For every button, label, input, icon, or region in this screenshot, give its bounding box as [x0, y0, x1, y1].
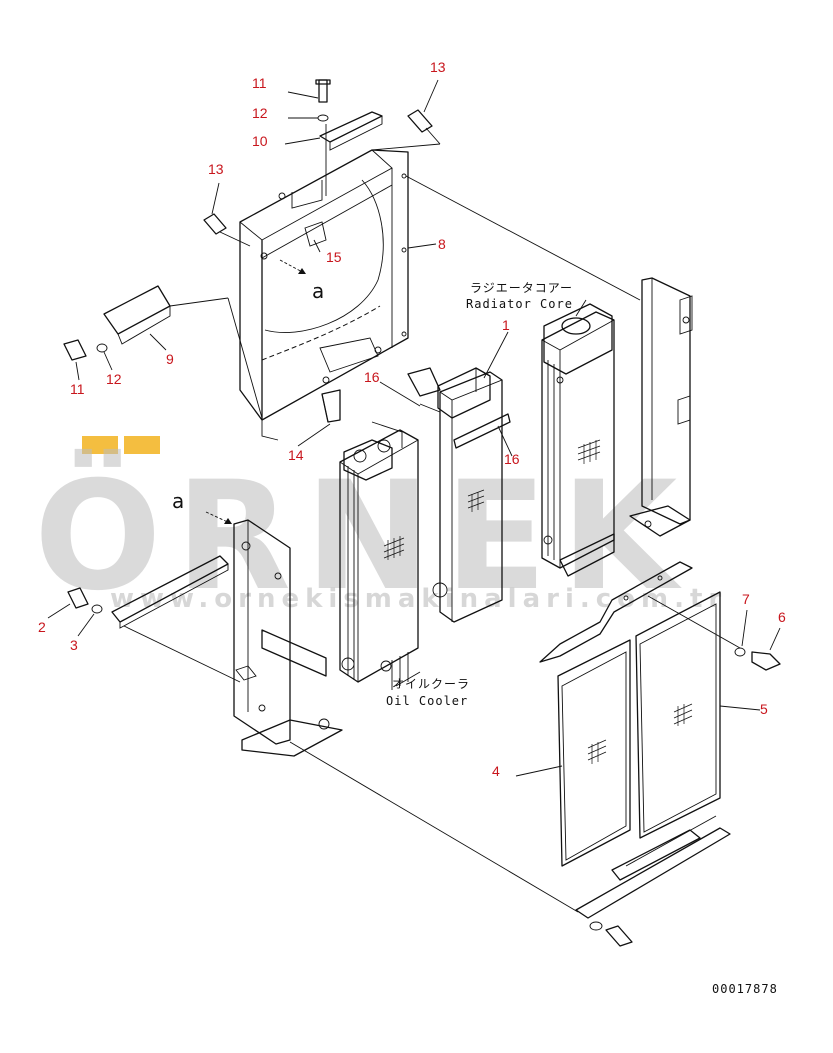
callout-11-left: 11: [70, 381, 85, 397]
radiator-core: [541, 303, 615, 577]
right-upright-bracket: [405, 175, 693, 537]
callout-9: 9: [166, 351, 174, 367]
drawing-number: 00017878: [712, 982, 778, 996]
callout-15: 15: [326, 249, 342, 265]
upper-right-bracket: [539, 561, 741, 663]
watermark-dot-right: [124, 436, 160, 454]
radiator-label-en: Radiator Core: [466, 297, 573, 311]
callout-8: 8: [438, 236, 446, 252]
callout-14: 14: [288, 447, 304, 463]
lower-bracket: [289, 741, 731, 947]
callout-10: 10: [252, 133, 268, 149]
oil-cooler: [339, 421, 419, 690]
callout-13-top: 13: [430, 59, 446, 75]
cover-9-group: [63, 285, 263, 419]
callout-12-left: 12: [106, 371, 122, 387]
callout-2: 2: [38, 619, 46, 635]
watermark: ÖRNEK www.ornekismakinalari.com.tr: [34, 436, 721, 624]
watermark-dot-left: [82, 436, 118, 454]
left-upright-bracket: [67, 519, 343, 757]
leader-lines: [47, 79, 781, 777]
panel-5: [635, 591, 721, 839]
callout-3: 3: [70, 637, 78, 653]
panel-4: [557, 639, 631, 867]
top-bracket-group: [203, 79, 441, 247]
callout-13-left: 13: [208, 161, 224, 177]
oil-cooler-label-jp: オイルクーラ: [392, 677, 470, 691]
view-arrows: [205, 259, 307, 525]
callout-16-right: 16: [504, 451, 520, 467]
callout-11-top: 11: [252, 75, 267, 91]
callout-1: 1: [502, 317, 510, 333]
callout-5: 5: [760, 701, 768, 717]
callout-6: 6: [778, 609, 786, 625]
view-ref-a-top: a: [312, 279, 324, 303]
callout-7: 7: [742, 591, 750, 607]
callout-4: 4: [492, 763, 500, 779]
radiator-label-jp: ラジエータコアー: [470, 281, 573, 295]
oil-cooler-label-en: Oil Cooler: [386, 694, 468, 708]
radiator-middle-core: [407, 367, 511, 623]
fan-shroud: [239, 149, 409, 441]
part-6-7: [734, 647, 781, 671]
callout-16-left: 16: [364, 369, 380, 385]
view-ref-a-bottom: a: [172, 489, 184, 513]
watermark-brand: ÖRNEK: [34, 448, 691, 624]
small-brackets: [321, 389, 341, 423]
callout-12-top: 12: [252, 105, 268, 121]
